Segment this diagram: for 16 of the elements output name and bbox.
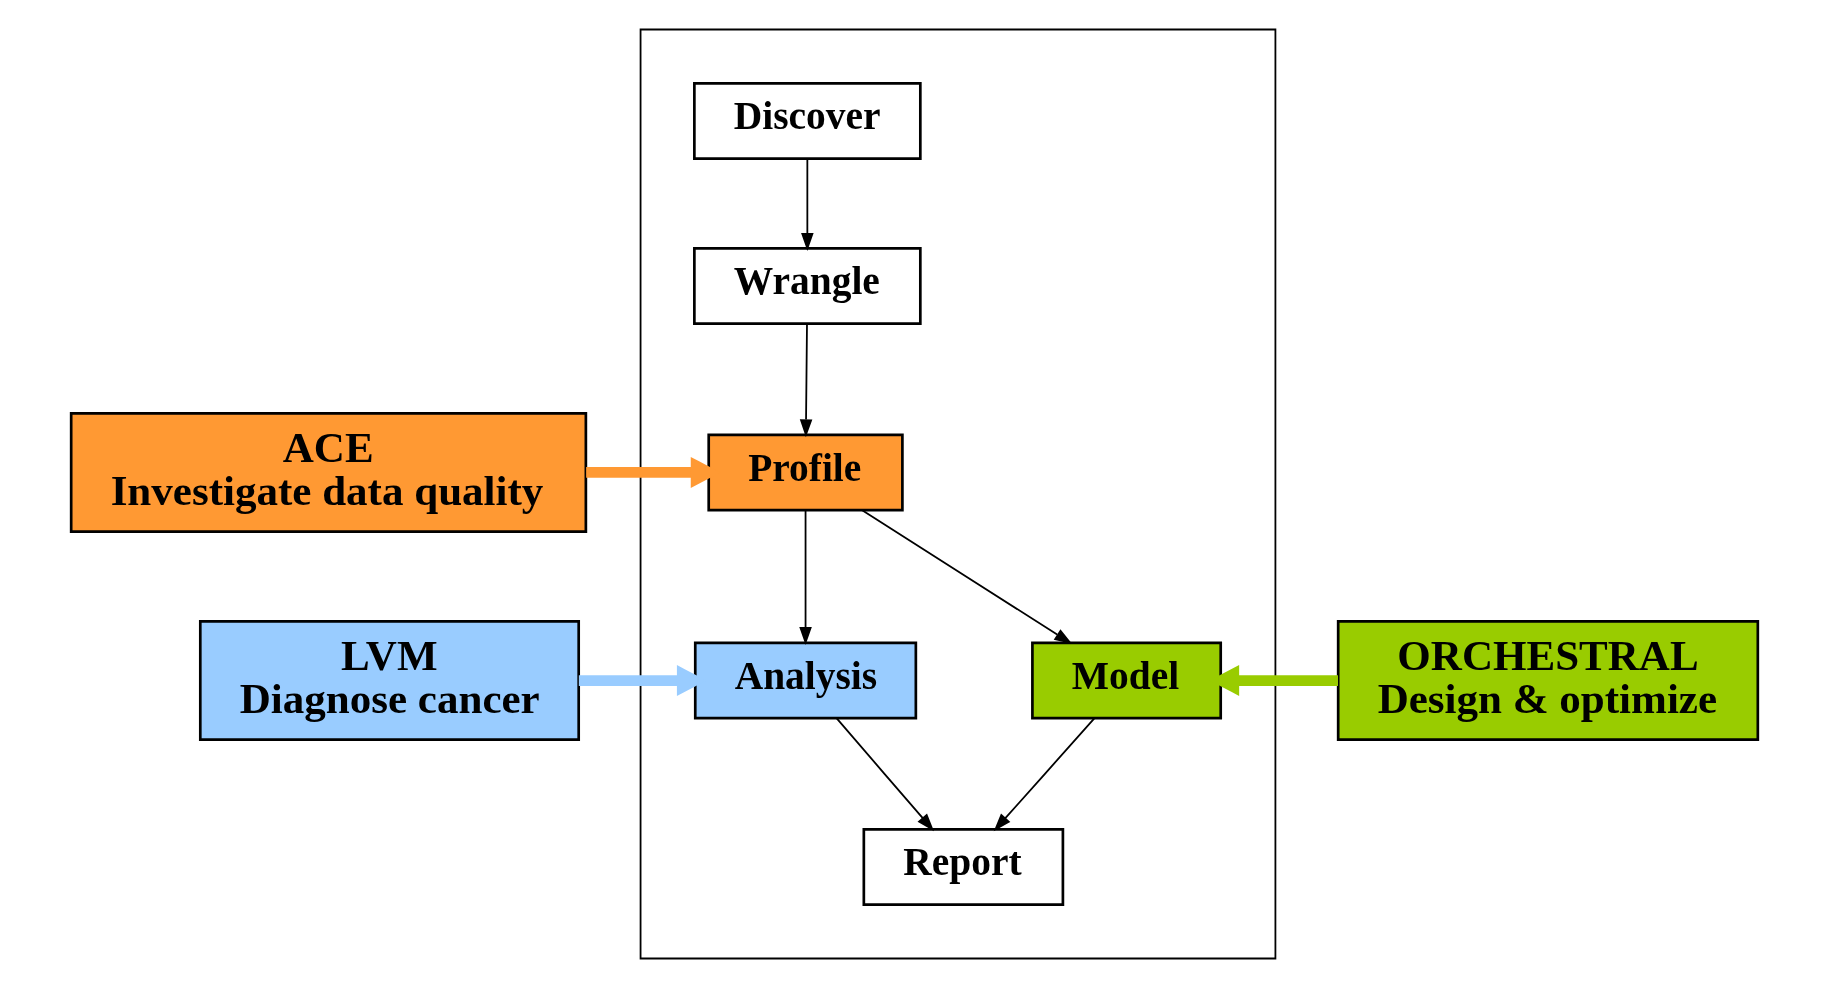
node-box: Report [862,828,1065,907]
node-box: Wrangle [693,246,922,325]
node-box: Profile [707,433,904,512]
node-box: ACE Investigate data quality [69,411,588,533]
arrow [835,717,934,832]
cluster [639,28,1277,960]
node-box: Analysis [693,641,918,720]
arrow [993,717,1096,832]
arrow [799,509,812,646]
arrow [861,509,1073,645]
node-box: Discover [693,81,922,160]
node-box: Model [1031,641,1223,720]
node-box: LVM Diagnose cancer [198,620,581,742]
arrow [799,323,813,438]
arrow [801,158,814,251]
node-box: ORCHESTRAL Design & optimize [1336,620,1760,742]
